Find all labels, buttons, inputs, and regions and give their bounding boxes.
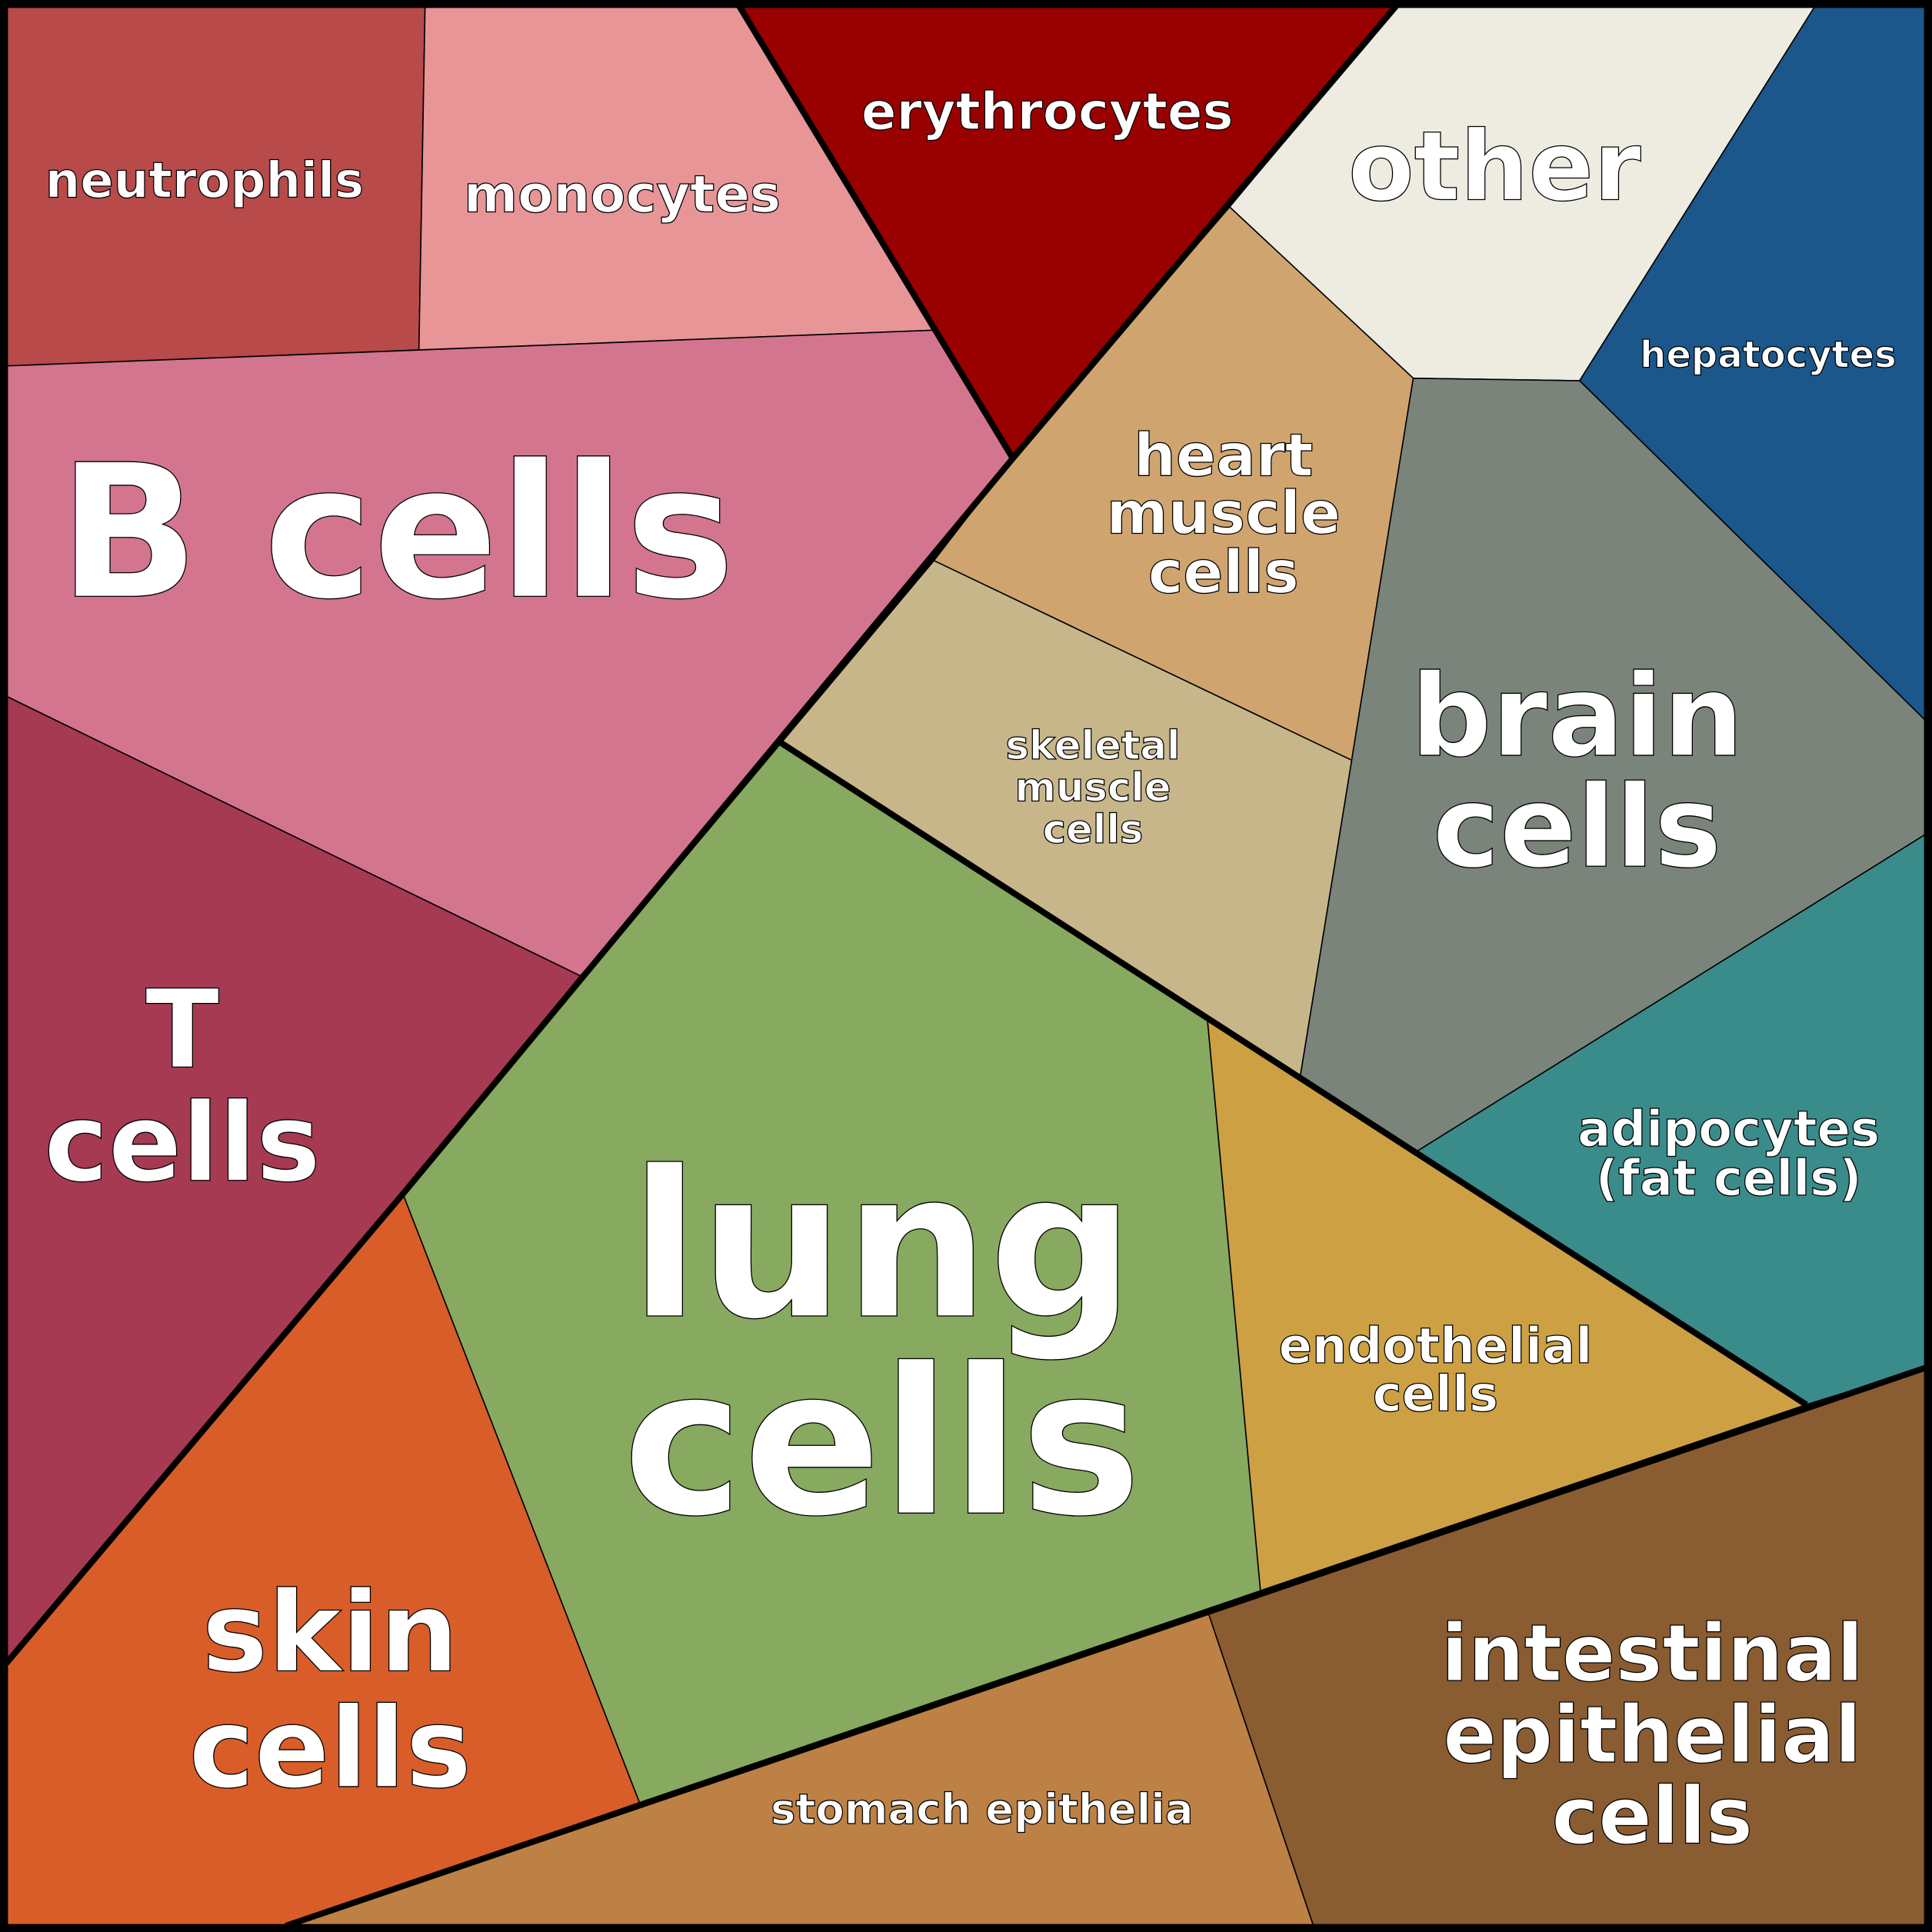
label-erythrocytes: erythrocytes <box>861 82 1234 142</box>
label-monocytes: monocytes <box>464 165 781 225</box>
label-bcells: B cells <box>58 425 735 640</box>
label-line: cells <box>623 1325 1142 1561</box>
label-neutrophils: neutrophils <box>45 152 365 209</box>
label-line: cells <box>1148 539 1299 608</box>
label-stomach: stomach epithelia <box>771 1784 1194 1834</box>
label-line: muscle <box>1014 764 1171 811</box>
label-line: heart <box>1134 421 1313 490</box>
label-line: adipocytes <box>1577 1101 1880 1158</box>
label-line: cells <box>188 1684 471 1814</box>
label-hepatocytes: hepatocytes <box>1640 333 1897 376</box>
label-line: skeletal <box>1006 723 1181 769</box>
label-line: cells <box>44 1081 321 1207</box>
label-line: brain <box>1411 650 1744 782</box>
label-line: lung <box>630 1128 1134 1364</box>
label-line: cells <box>1552 1771 1754 1863</box>
label-line: intestinal <box>1441 1608 1864 1700</box>
label-line: stomach epithelia <box>771 1784 1194 1834</box>
label-adipocytes: adipocytes(fat cells) <box>1577 1101 1880 1208</box>
label-line: muscle <box>1106 480 1341 548</box>
label-line: erythrocytes <box>861 82 1234 142</box>
label-line: skin <box>202 1568 458 1697</box>
label-line: cells <box>1373 1366 1499 1423</box>
label-line: hepatocytes <box>1640 333 1897 376</box>
label-other: other <box>1348 112 1641 223</box>
label-line: epithelial <box>1443 1690 1861 1781</box>
label-line: (fat cells) <box>1596 1151 1862 1208</box>
label-line: monocytes <box>464 165 781 225</box>
label-line: neutrophils <box>45 152 365 209</box>
label-line: T <box>145 967 219 1093</box>
label-line: B cells <box>58 425 735 640</box>
label-line: endothelial <box>1278 1318 1592 1375</box>
label-line: cells <box>1433 761 1722 893</box>
label-line: cells <box>1043 807 1144 853</box>
label-line: other <box>1348 112 1641 223</box>
